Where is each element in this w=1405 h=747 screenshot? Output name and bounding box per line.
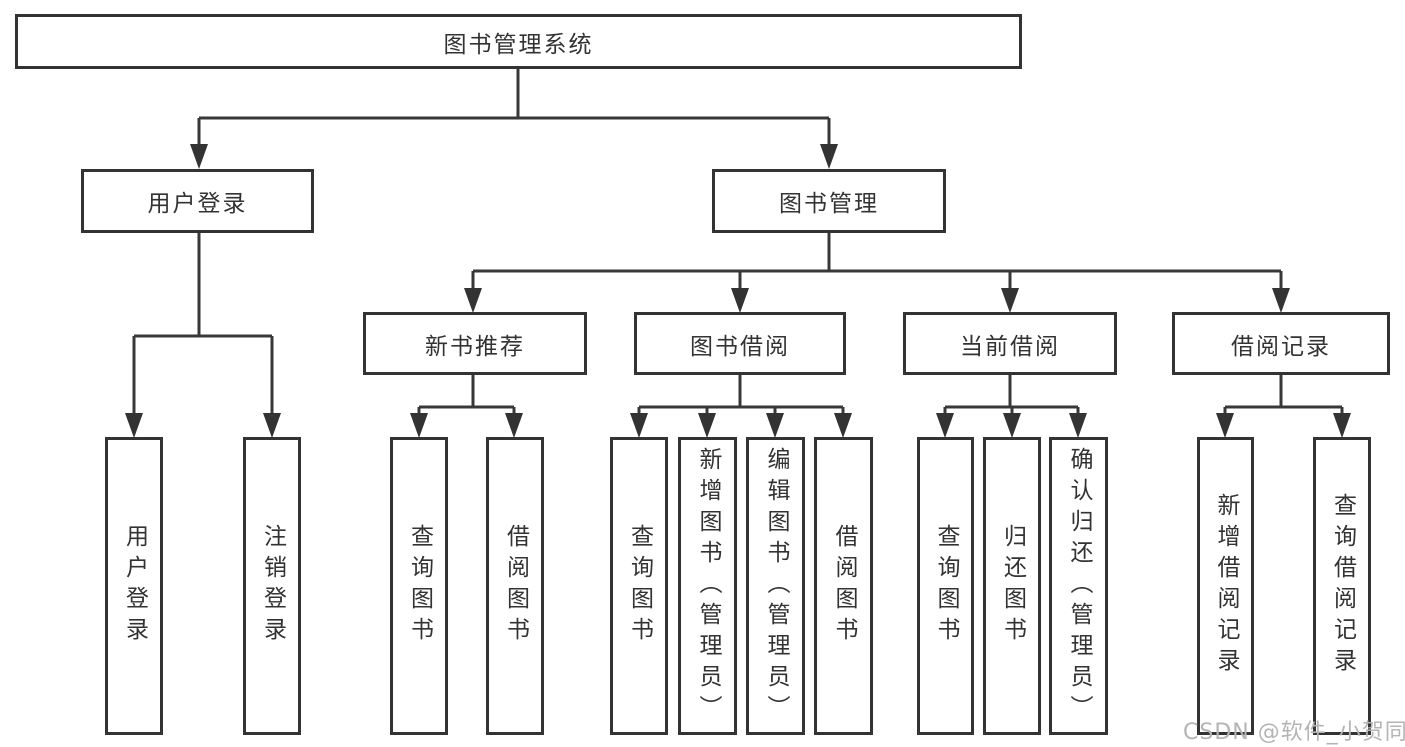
node-user-login-leaf: 用户登录 — [105, 437, 163, 735]
node-add-books-admin: 新增图书（管理员） — [678, 437, 737, 735]
node-borrow-books-recommend: 借阅图书 — [486, 437, 544, 735]
node-query-borrow-record: 查询借阅记录 — [1313, 437, 1371, 735]
node-borrow-records: 借阅记录 — [1172, 312, 1390, 375]
arrowhead — [125, 144, 1351, 438]
watermark: CSDN @软件_小贺同学 — [1183, 720, 1405, 745]
node-user-login: 用户登录 — [81, 169, 314, 233]
node-query-books-recommend: 查询图书 — [390, 437, 448, 735]
node-query-books-current: 查询图书 — [917, 437, 974, 735]
node-current-borrowing: 当前借阅 — [903, 312, 1117, 375]
node-library-system: 图书管理系统 — [15, 14, 1022, 69]
node-return-books: 归还图书 — [983, 437, 1041, 735]
node-logout: 注销登录 — [243, 437, 301, 735]
connector-line — [132, 69, 1344, 414]
node-new-book-recommend: 新书推荐 — [363, 312, 587, 375]
node-query-books-borrowing: 查询图书 — [610, 437, 668, 735]
node-borrow-books-borrowing: 借阅图书 — [814, 437, 873, 735]
node-book-borrowing: 图书借阅 — [634, 312, 846, 375]
node-confirm-return-admin: 确认归还（管理员） — [1049, 437, 1108, 735]
node-edit-books-admin: 编辑图书（管理员） — [746, 437, 805, 735]
node-book-management: 图书管理 — [712, 169, 946, 233]
node-add-borrow-record: 新增借阅记录 — [1197, 437, 1254, 735]
